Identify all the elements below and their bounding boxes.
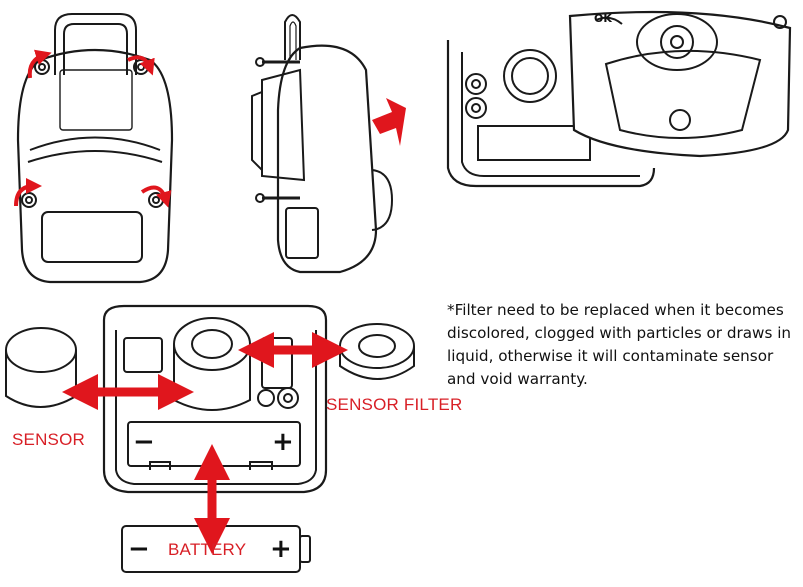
open-direction-arrow [372,98,406,146]
device-side-view [251,14,394,274]
sensor-label: SENSOR [12,430,85,449]
sensor-filter-label: SENSOR FILTER [326,395,463,414]
note-line: and void warranty. [447,370,588,388]
battery-minus-sign: − [128,534,150,564]
ok-button-label: OK [594,12,612,25]
battery-label: BATTERY [168,540,247,559]
replacement-arrows [62,332,348,554]
sensor-component [5,327,77,408]
sensor-socket [173,317,251,411]
sensor-filter-component [339,323,415,380]
note-line: discolored, clogged with particles or dr… [447,324,792,342]
battery-plus-sign: + [270,534,292,564]
note-line: *Filter need to be replaced when it beco… [447,301,784,319]
unscrew-arrows [14,49,172,208]
note-line: liquid, otherwise it will contaminate se… [447,347,774,365]
filter-replacement-note: *Filter need to be replaced when it beco… [447,299,797,391]
compartment-minus-sign: − [133,427,155,457]
device-open-case-view [446,10,792,188]
compartment-plus-sign: + [272,427,294,457]
